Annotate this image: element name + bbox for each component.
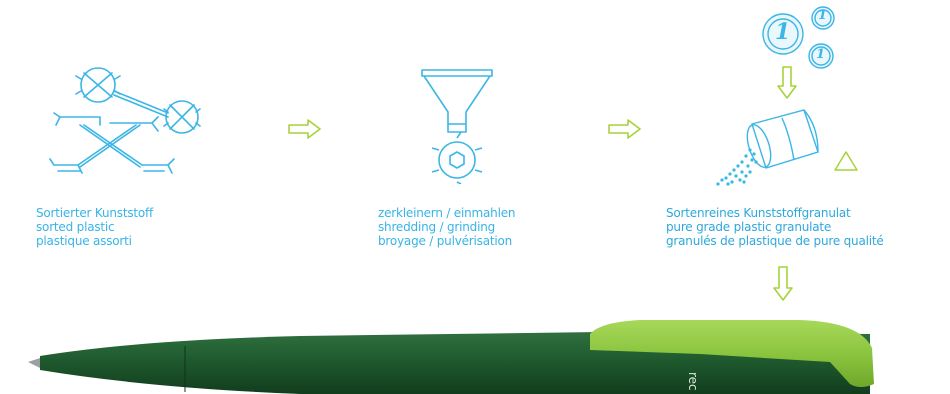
caption-line-de: zerkleinern / einmahlen [378,206,516,220]
coin-value: 1 [816,47,826,62]
coin-value: 1 [818,8,828,23]
caption-line-en: shredding / grinding [378,220,496,234]
coins-icon: 1 1 1 [755,6,845,76]
caption-line-de: Sortierter Kunststoff [36,206,154,220]
arrow-right-icon [288,118,322,140]
caption-line-fr: broyage / pulvérisation [378,234,513,248]
caption-line-fr: granulés de plastique de pure qualité [666,234,884,248]
caption-line-de: Sortenreines Kunststoffgranulat [666,206,851,220]
arrow-down-icon [776,66,798,100]
arrow-right-icon [608,118,642,140]
sorted-plastic-icon [40,55,210,180]
step-caption-sorted-plastic: Sortierter Kunststoff sorted plastic pla… [36,206,153,248]
step-caption-granulate: Sortenreines Kunststoffgranulat pure gra… [666,206,884,248]
caption-line-fr: plastique assorti [36,234,132,248]
funnel-shredder-icon [418,66,498,184]
step-caption-shredding: zerkleinern / einmahlen shredding / grin… [378,206,515,248]
caption-line-en: pure grade plastic granulate [666,220,832,234]
pen-image: rec [0,300,950,394]
coin-value: 1 [775,19,791,45]
caption-line-en: sorted plastic [36,220,115,234]
pen-imprint: rec [686,372,700,391]
recycle-icon [833,150,859,172]
arrow-down-icon [772,266,794,302]
granulate-jar-icon [712,106,824,192]
